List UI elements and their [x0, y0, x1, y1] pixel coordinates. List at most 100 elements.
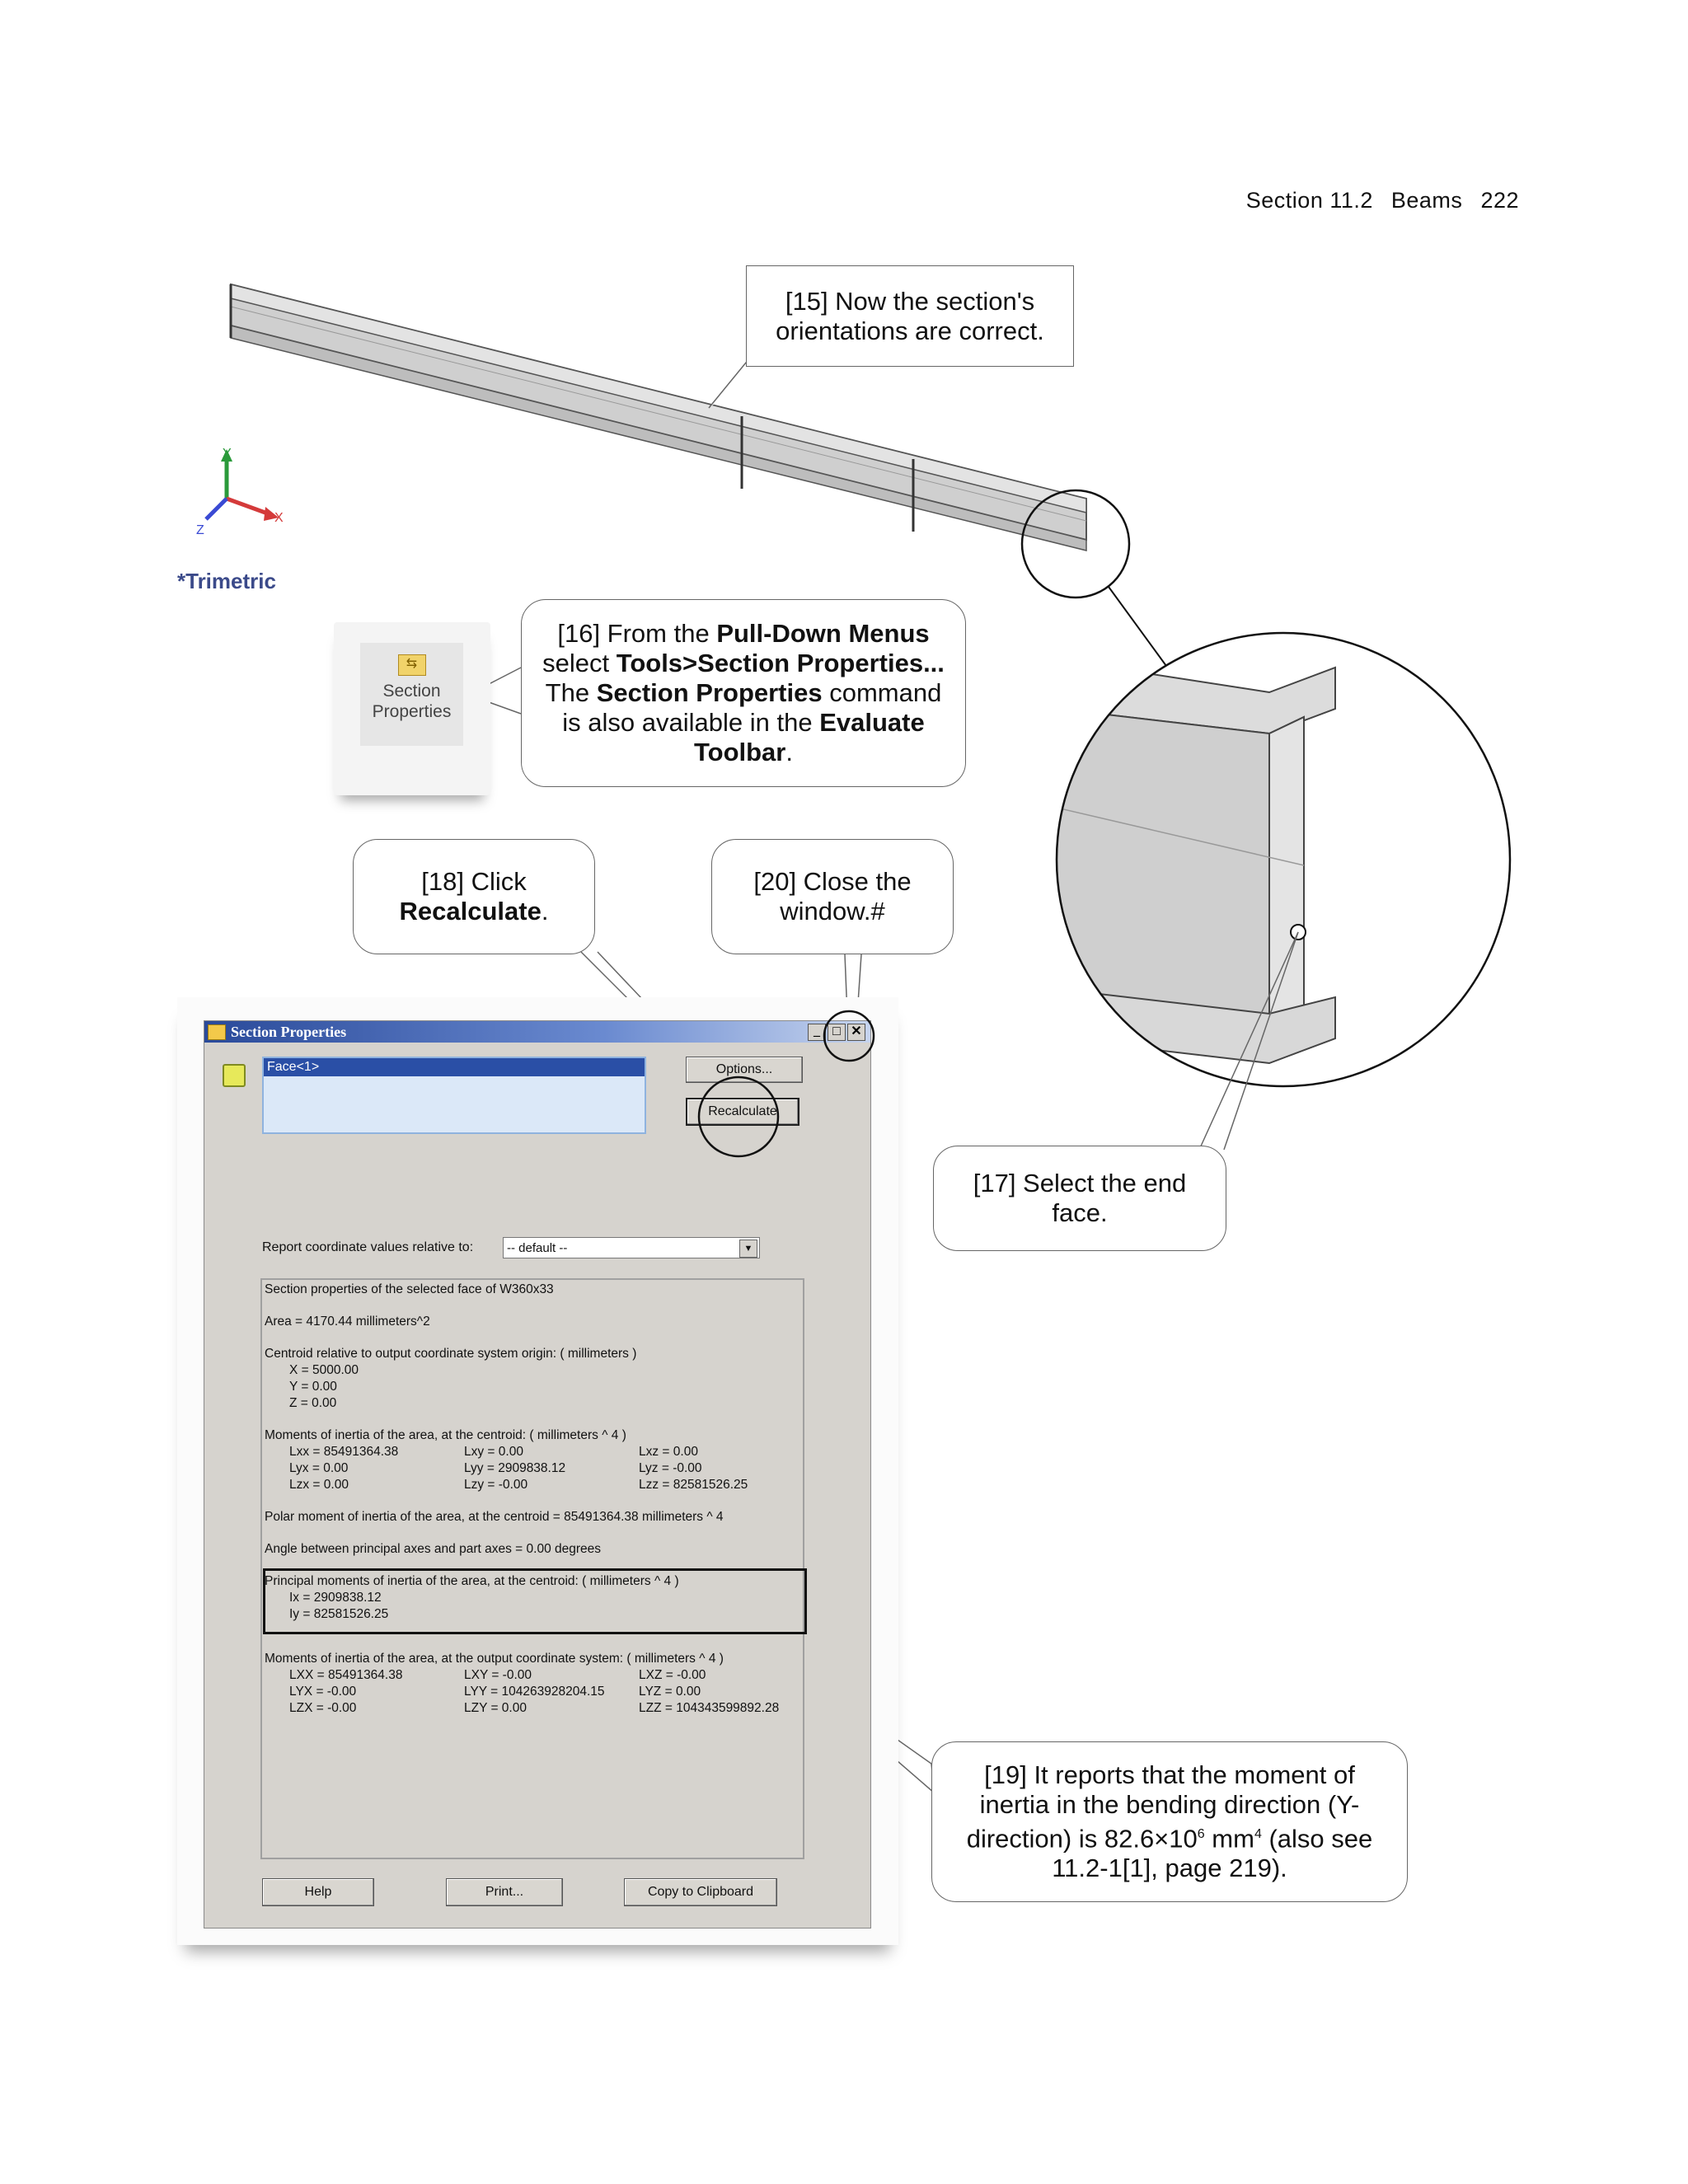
recalculate-button[interactable]: Recalculate [686, 1098, 799, 1126]
moi-value: Lzx = 0.00 [289, 1478, 349, 1492]
principal-heading: Principal moments of inertia of the area… [265, 1574, 679, 1588]
moi-value: Lxz = 0.00 [639, 1445, 698, 1459]
report-coordinate-label: Report coordinate values relative to: [262, 1240, 474, 1254]
copy-to-clipboard-button[interactable]: Copy to Clipboard [624, 1878, 777, 1906]
zoomed-beam-end [1057, 633, 1510, 1086]
selection-list[interactable]: Face<1> [262, 1057, 646, 1134]
moi-output-heading: Moments of inertia of the area, at the o… [265, 1652, 724, 1666]
principal-iy: Iy = 82581526.25 [289, 1607, 389, 1621]
section-properties-toolbar-button[interactable]: ⇆ Section Properties [360, 643, 463, 746]
results-moi-centroid: Moments of inertia of the area, at the c… [265, 1427, 800, 1493]
callout-19-exponent: 4 [1254, 1826, 1262, 1841]
moi-value: LZY = 0.00 [464, 1701, 527, 1715]
results-moi-output: Moments of inertia of the area, at the o… [265, 1651, 800, 1717]
callout-16-menus: Pull-Down Menus [716, 619, 930, 648]
zoom-marker [1020, 489, 1131, 599]
callout-16-command: Tools>Section Properties... [616, 649, 945, 677]
moi-value: LYZ = 0.00 [639, 1685, 701, 1699]
callout-16-text: [16] From the [557, 619, 717, 648]
callout-17: [17] Select the end face. [933, 1146, 1226, 1251]
axis-label-x: X [274, 511, 284, 525]
centroid-y: Y = 0.00 [289, 1380, 337, 1394]
callout-16-text: The [545, 678, 597, 707]
centroid-x: X = 5000.00 [289, 1363, 359, 1377]
moi-value: LZZ = 104343599892.28 [639, 1701, 780, 1715]
moi-value: Lxx = 85491364.38 [289, 1445, 399, 1459]
moi-value: LXZ = -0.00 [639, 1668, 706, 1682]
toolbar-button-label-1: Section [382, 682, 441, 701]
callout-18-text: [18] Click [421, 867, 527, 896]
callout-16-text: command is also available in the [562, 678, 942, 737]
callout-19-exponent: 6 [1197, 1826, 1205, 1841]
centroid-z: Z = 0.00 [289, 1396, 337, 1410]
principal-ix: Ix = 2909838.12 [289, 1591, 382, 1605]
results-principal: Principal moments of inertia of the area… [263, 1568, 807, 1634]
moi-value: Lyx = 0.00 [289, 1461, 349, 1475]
moi-value: LXX = 85491364.38 [289, 1668, 403, 1682]
callout-16-text: . [785, 738, 793, 766]
callout-16-command-name: Section Properties [596, 678, 823, 707]
moi-value: Lxy = 0.00 [464, 1445, 523, 1459]
principal-highlight-box [263, 1568, 807, 1634]
results-heading: Section properties of the selected face … [265, 1282, 554, 1296]
view-orientation-label: *Trimetric [177, 569, 276, 593]
section-properties-dialog: Section Properties _ □ ✕ Face<1> Options… [204, 1020, 871, 1929]
toolbar-button-label-2: Properties [372, 702, 452, 721]
dialog-app-icon [208, 1024, 226, 1040]
dialog-screenshot: Section Properties _ □ ✕ Face<1> Options… [177, 997, 898, 1945]
results-polar: Polar moment of inertia of the area, at … [265, 1510, 724, 1524]
list-item[interactable]: Face<1> [264, 1058, 645, 1076]
results-panel[interactable]: Section properties of the selected face … [260, 1278, 807, 1859]
moi-value: Lyy = 2909838.12 [464, 1461, 566, 1475]
axis-label-y: Y [223, 447, 232, 461]
moi-centroid-heading: Moments of inertia of the area, at the c… [265, 1428, 626, 1442]
beam-model [229, 283, 1087, 551]
face-selection-icon [223, 1064, 246, 1087]
options-button[interactable]: Options... [686, 1057, 803, 1083]
moi-value: LZX = -0.00 [289, 1701, 357, 1715]
callout-20: [20] Close the window.# [711, 839, 954, 954]
dialog-titlebar[interactable]: Section Properties _ □ ✕ [204, 1021, 870, 1043]
axis-label-z: Z [196, 523, 204, 537]
table-row: LXX = 85491364.38 LXY = -0.00 LXZ = -0.00 [265, 1667, 800, 1684]
page-number: 222 [1480, 188, 1519, 213]
results-angle: Angle between principal axes and part ax… [265, 1542, 602, 1556]
centroid-heading: Centroid relative to output coordinate s… [265, 1347, 637, 1361]
coordinate-system-value: -- default -- [507, 1241, 568, 1255]
callout-18-button-name: Recalculate [399, 897, 542, 926]
coordinate-system-select[interactable]: -- default -- ▼ [503, 1237, 760, 1258]
dialog-title: Section Properties [231, 1024, 347, 1040]
callout-16-text: select [542, 649, 617, 677]
maximize-button[interactable]: □ [828, 1024, 846, 1041]
results-centroid: Centroid relative to output coordinate s… [265, 1346, 800, 1412]
moi-value: Lyz = -0.00 [639, 1461, 702, 1475]
table-row: Lxx = 85491364.38 Lxy = 0.00 Lxz = 0.00 [265, 1444, 800, 1460]
table-row: Lyx = 0.00 Lyy = 2909838.12 Lyz = -0.00 [265, 1460, 800, 1477]
moi-value: LXY = -0.00 [464, 1668, 532, 1682]
section-properties-icon: ⇆ [397, 654, 426, 676]
close-button[interactable]: ✕ [847, 1024, 865, 1041]
callout-19-text: mm [1204, 1824, 1254, 1854]
window-controls: _ □ ✕ [808, 1024, 865, 1041]
callout-19: [19] It reports that the moment of inert… [931, 1741, 1408, 1902]
callout-15: [15] Now the section's orientations are … [746, 265, 1074, 367]
chevron-down-icon[interactable]: ▼ [739, 1240, 757, 1258]
header-title: Beams [1390, 188, 1463, 213]
axes-triad: Y X Z [196, 447, 284, 537]
callout-19-text: [19] It reports that the moment of inert… [966, 1760, 1360, 1854]
results-area: Area = 4170.44 millimeters^2 [265, 1315, 430, 1329]
callout-16-toolbar: Evaluate Toolbar [694, 708, 925, 766]
minimize-button[interactable]: _ [808, 1024, 826, 1041]
table-row: LZX = -0.00 LZY = 0.00 LZZ = 104343599892.… [265, 1700, 800, 1717]
print-button[interactable]: Print... [446, 1878, 563, 1906]
section-properties-toolbar-image: ⇆ Section Properties [334, 622, 490, 795]
callout-19-text: (also see 11.2-1[1], page 219). [1052, 1824, 1373, 1883]
moi-value: LYY = 104263928204.15 [464, 1685, 605, 1699]
moi-value: Lzy = -0.00 [464, 1478, 528, 1492]
help-button[interactable]: Help [262, 1878, 374, 1906]
moi-value: LYX = -0.00 [289, 1685, 357, 1699]
